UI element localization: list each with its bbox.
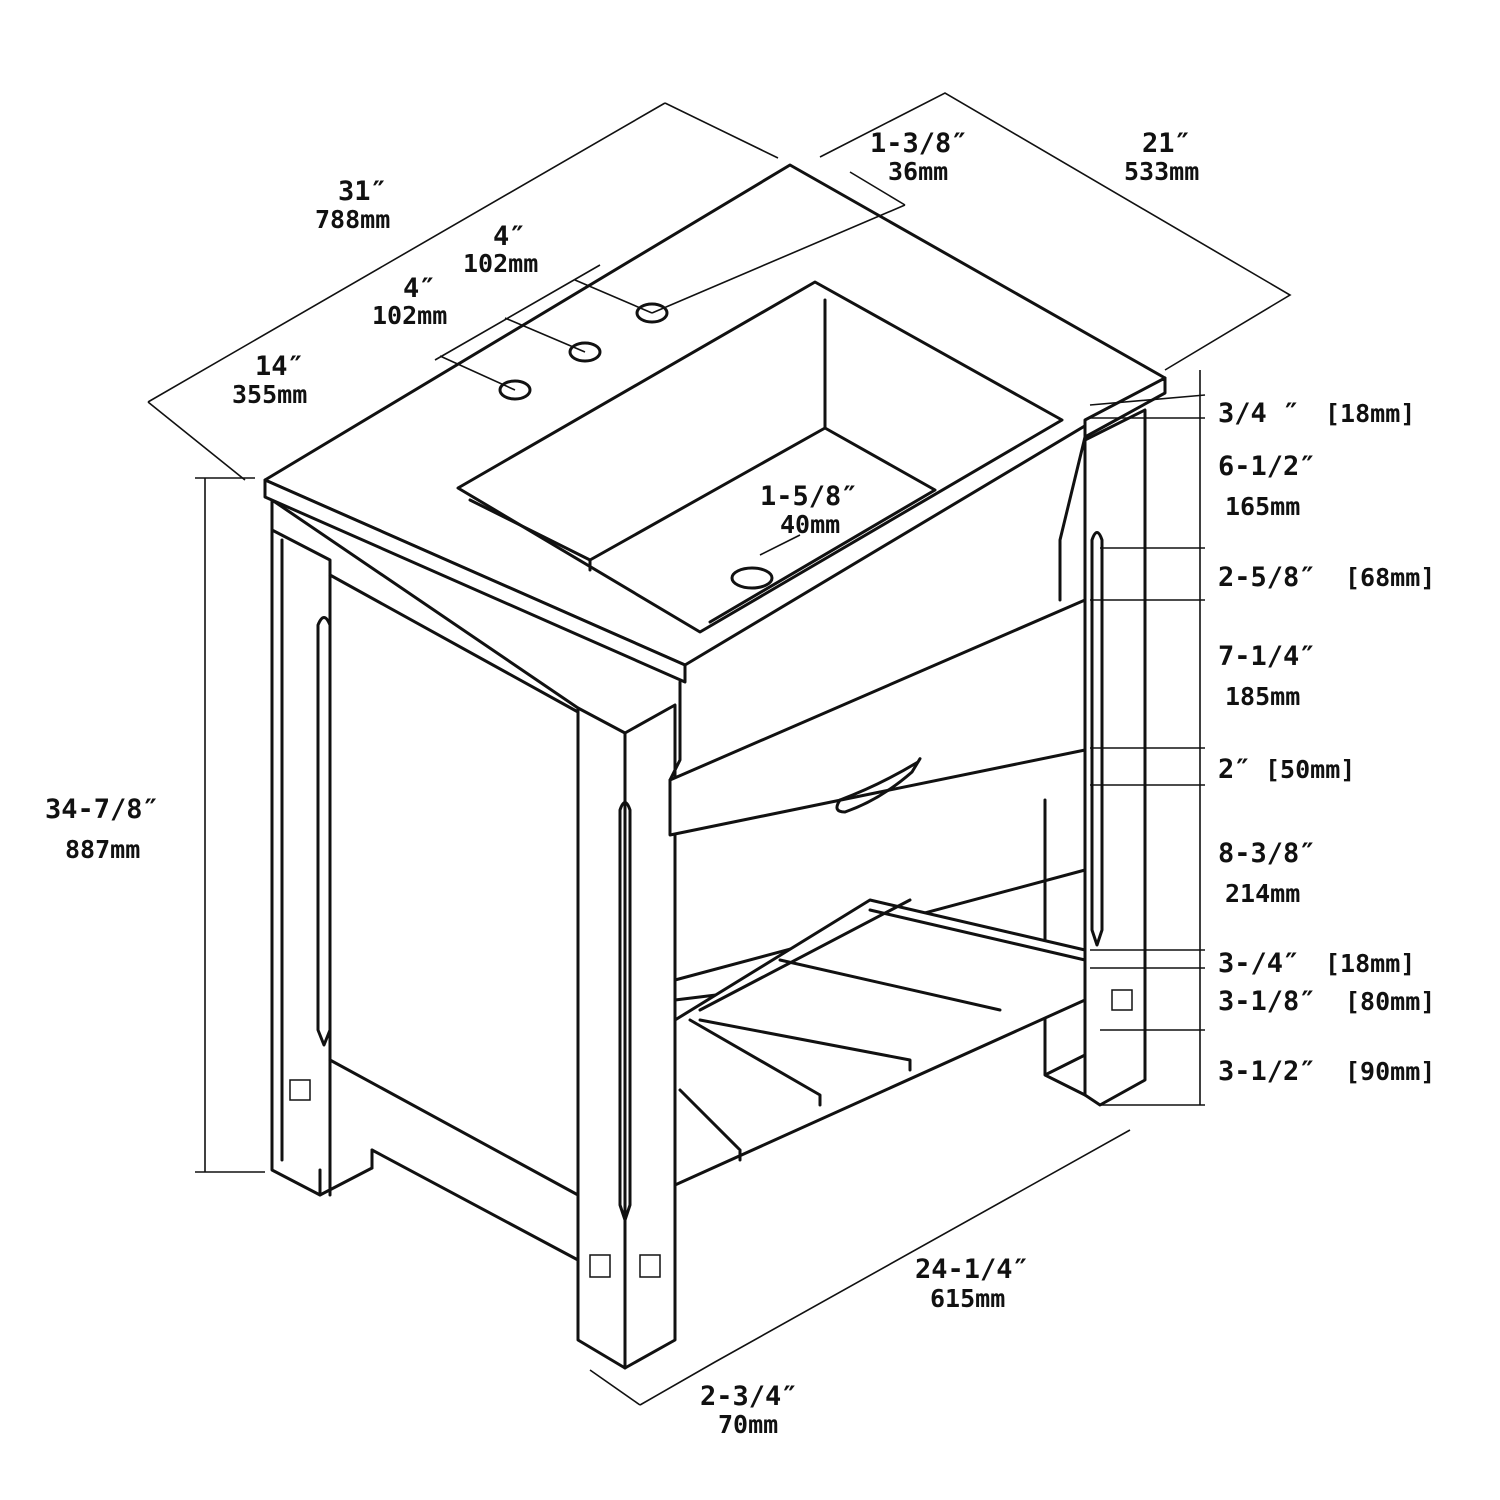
stack-1-in: 6-1/2″ [1218, 451, 1316, 482]
stack-0-mm: [18mm] [1325, 399, 1415, 428]
depth-mm: 533mm [1124, 157, 1199, 186]
faucet-spacing-1-in: 4″ [493, 221, 526, 252]
apron [668, 435, 1087, 782]
front-groove [618, 801, 632, 1222]
stack-6-in: 3-/4″ [1218, 948, 1299, 979]
peg-icon [289, 1079, 311, 1101]
cabinet-depth-mm: 615mm [930, 1284, 1005, 1313]
faucet-hole-icon [498, 379, 532, 401]
countertop-front-edge [263, 478, 687, 684]
front-right-leg [1083, 408, 1147, 1107]
left-side-inset [328, 573, 580, 1197]
leg-width-mm: 70mm [718, 1410, 778, 1439]
faucet-spacing-2-mm: 102mm [372, 301, 447, 330]
stack-4-in: 2″ [1218, 754, 1251, 785]
overall-height-in: 34-7/8″ [45, 794, 159, 825]
stack-8-mm: [90mm] [1345, 1057, 1435, 1086]
sink-opening [456, 280, 1064, 634]
stack-2-mm: [68mm] [1345, 563, 1435, 592]
stack-3-in: 7-1/4″ [1218, 641, 1316, 672]
peg-icon [1111, 989, 1133, 1011]
cabinet [270, 408, 1147, 1370]
stack-7-mm: [80mm] [1345, 987, 1435, 1016]
right-groove [1090, 531, 1104, 947]
peg-icon [639, 1254, 661, 1278]
left-groove [316, 616, 332, 1047]
drawer-front [668, 598, 1087, 837]
faucet-hole-icon [635, 302, 669, 324]
stack-4-mm: [50mm] [1265, 755, 1355, 784]
drain-hole-icon [730, 566, 774, 590]
dimension-labels: 31″ 788mm 1-3/8″ 36mm 21″ 533mm 4″ 102mm… [45, 128, 1435, 1439]
sink-bowl [468, 298, 937, 624]
dimension-lines [147, 92, 1292, 1406]
overall-width-in: 31″ [338, 176, 387, 207]
stack-6-mm: [18mm] [1325, 949, 1415, 978]
back-offset-in: 1-3/8″ [870, 128, 968, 159]
back-offset-mm: 36mm [888, 157, 948, 186]
drain-diameter-in: 1-5/8″ [760, 481, 858, 512]
bottom-shelf [673, 898, 1087, 1187]
faucet-hole-icon [568, 341, 602, 363]
stack-7-in: 3-1/8″ [1218, 986, 1316, 1017]
cabinet-depth-in: 24-1/4″ [915, 1254, 1029, 1285]
stack-8-in: 3-1/2″ [1218, 1056, 1316, 1087]
depth-in: 21″ [1142, 128, 1191, 159]
faucet-from-side-in: 14″ [255, 351, 304, 382]
leg-width-in: 2-3/4″ [700, 1381, 798, 1412]
drawer-handle [835, 757, 922, 814]
stack-3-mm: 185mm [1225, 682, 1300, 711]
overall-width-mm: 788mm [315, 205, 390, 234]
faucet-spacing-2-in: 4″ [403, 273, 436, 304]
stack-2-in: 2-5/8″ [1218, 562, 1316, 593]
drain-diameter-mm: 40mm [780, 510, 840, 539]
rear-right-leg [1043, 798, 1087, 1097]
overall-height-mm: 887mm [65, 835, 140, 864]
faucet-spacing-1-mm: 102mm [463, 249, 538, 278]
stack-0-in: 3/4 ″ [1218, 398, 1299, 429]
stack-5-mm: 214mm [1225, 879, 1300, 908]
stack-1-mm: 165mm [1225, 492, 1300, 521]
shelf-slats [678, 898, 1087, 1162]
countertop [263, 163, 1167, 782]
stack-5-in: 8-3/8″ [1218, 838, 1316, 869]
faucet-from-side-mm: 355mm [232, 380, 307, 409]
peg-icon [589, 1254, 611, 1278]
